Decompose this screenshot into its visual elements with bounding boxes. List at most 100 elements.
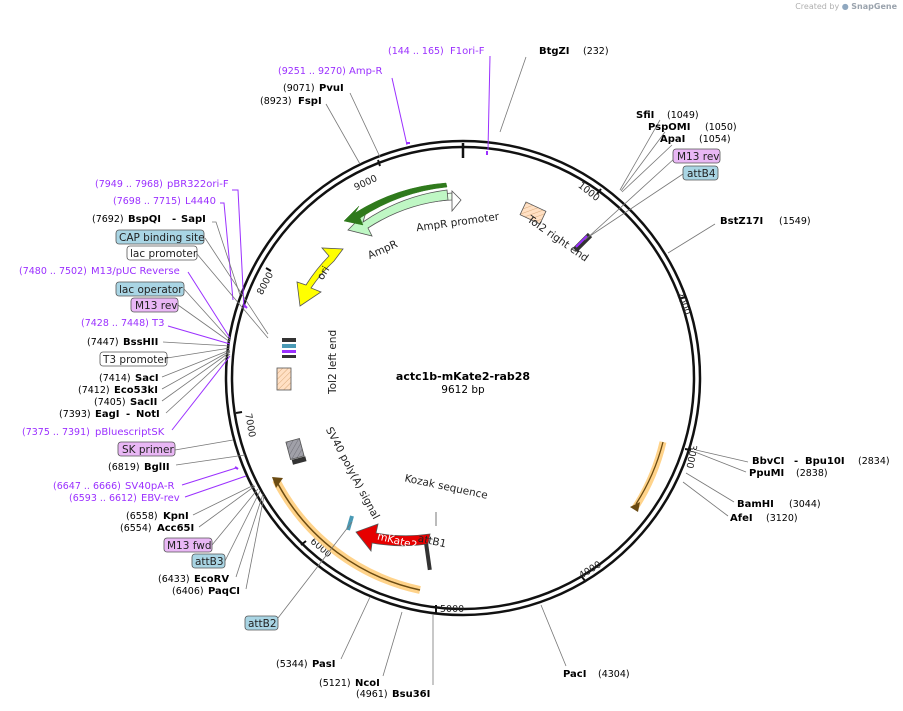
svg-text:PacI: PacI (563, 669, 586, 680)
enzyme-eagi[interactable]: (7393) EagI - NotI (59, 353, 231, 420)
svg-text:CAP binding site: CAP binding site (119, 232, 205, 244)
plasmid-name: actc1b-mKate2-rab28 (396, 370, 530, 383)
svg-text:M13 rev: M13 rev (135, 300, 178, 312)
enzyme-sacii[interactable]: (7405) SacII (94, 351, 231, 408)
svg-text:SfiI: SfiI (636, 110, 654, 121)
svg-text:(3044): (3044) (789, 499, 821, 510)
svg-text:M13/pUC Reverse: M13/pUC Reverse (91, 266, 180, 277)
svg-text:NcoI: NcoI (355, 678, 380, 689)
enzyme-bspqi[interactable]: (7692) BspQI - SapI (92, 214, 241, 296)
enzyme-saci[interactable]: (7414) SacI (99, 349, 231, 384)
svg-text:(9251 .. 9270): (9251 .. 9270) (278, 66, 346, 77)
enzyme-afei[interactable]: AfeI (3120) (682, 481, 798, 524)
tick-4000 (581, 576, 587, 583)
primer-sv40pa-r[interactable]: (6647 .. 6666) SV40pA-R (53, 467, 237, 492)
enzyme-bsshii[interactable]: (7447) BssHII (87, 337, 231, 348)
enzyme-ncoi[interactable]: (5121) NcoI (319, 611, 403, 689)
enzyme-acc65i[interactable]: (6554) Acc65I (120, 485, 256, 534)
primer-m13-puc-reverse[interactable]: (7480 .. 7502) M13/pUC Reverse (19, 266, 231, 339)
enzyme-btgzi[interactable]: BtgZI (232) (499, 46, 609, 133)
svg-text:PpuMI: PpuMI (749, 468, 784, 479)
svg-text:BglII: BglII (144, 462, 170, 473)
svg-text:EagI: EagI (95, 409, 119, 420)
svg-text:BamHI: BamHI (737, 499, 774, 510)
enzyme-ecorv[interactable]: (6433) EcoRV (158, 493, 264, 585)
feature-sv40-polya[interactable]: SV40 poly(A) signal (285, 425, 382, 521)
enzyme-kpni[interactable]: (6558) KpnI (126, 484, 255, 522)
feature-sv40-arc[interactable] (272, 477, 421, 594)
label-attb4[interactable]: attB4 (589, 165, 719, 237)
label-attb3[interactable]: attB3 (191, 490, 261, 569)
svg-text:F1ori-F: F1ori-F (450, 46, 485, 57)
label-m13rev-right[interactable]: M13 rev (584, 148, 721, 241)
enzyme-sfii[interactable]: SfiI (1049) (619, 110, 699, 191)
svg-text:M13 fwd: M13 fwd (167, 540, 212, 552)
tick-3000 (684, 448, 692, 451)
enzyme-bbvci[interactable]: BbvCI - Bpu10I (2834) (695, 449, 890, 467)
svg-text:(6406): (6406) (172, 586, 204, 597)
enzyme-bstz17i[interactable]: BstZ17I (1549) (667, 216, 811, 254)
enzyme-bglii[interactable]: (6819) BglII (108, 454, 246, 473)
label-lac-operator[interactable]: lac operator (115, 281, 231, 341)
enzyme-paqci[interactable]: (6406) PaqCI (172, 495, 265, 597)
svg-text:BbvCI: BbvCI (752, 456, 784, 467)
svg-text:pBluescriptSK: pBluescriptSK (95, 427, 165, 438)
label-attb2[interactable]: attB2 (244, 521, 353, 631)
primer-l4440[interactable]: (7698 .. 7715) L4440 (113, 196, 234, 301)
svg-text:(6593 .. 6612): (6593 .. 6612) (69, 493, 137, 504)
primer-pbr322ori-f[interactable]: (7949 .. 7968) pBR322ori-F (95, 179, 245, 309)
tick-label-2000: 2000 (674, 290, 693, 316)
enzyme-pasi[interactable]: (5344) PasI (276, 596, 371, 670)
plasmid-length: 9612 bp (441, 384, 485, 396)
svg-text:lac promoter: lac promoter (130, 248, 198, 260)
enzyme-fspi[interactable]: (8923) FspI (260, 96, 361, 165)
svg-text:Bsu36I: Bsu36I (392, 689, 430, 700)
svg-text:(9071): (9071) (283, 83, 315, 94)
enzyme-bamhi[interactable]: BamHI (3044) (685, 472, 821, 510)
label-t3-promoter[interactable]: T3 promoter (99, 347, 231, 367)
credit-brand: SnapGene (851, 2, 897, 11)
primer-t3[interactable]: (7428 .. 7448) T3 (81, 318, 231, 345)
feature-bamhi-arc[interactable] (630, 441, 667, 512)
tol2-right-label: Tol2 right end (524, 213, 591, 265)
label-lac-promoter[interactable]: lac promoter (126, 245, 269, 339)
feature-tol2-right[interactable]: Tol2 right end (519, 201, 593, 265)
feature-ori[interactable]: ori (296, 247, 344, 307)
snapgene-logo-icon: ● (841, 2, 849, 11)
label-cap-binding-site[interactable]: CAP binding site (115, 229, 269, 335)
primer-amp-r[interactable]: (9251 .. 9270) Amp-R (278, 66, 408, 146)
label-m13-fwd[interactable]: M13 fwd (163, 488, 259, 553)
svg-text:attB2: attB2 (248, 618, 277, 630)
enzyme-paci[interactable]: PacI (4304) (540, 604, 630, 680)
svg-text:(7447): (7447) (87, 337, 119, 348)
tick-label-5000: 5000 (440, 604, 464, 615)
svg-text:Bpu10I: Bpu10I (805, 456, 845, 467)
tick-6000 (300, 540, 307, 546)
svg-text:(1549): (1549) (779, 216, 811, 227)
svg-text:SacII: SacII (130, 397, 157, 408)
primer-pbluescriptsk[interactable]: (7375 .. 7391) pBluescriptSK (22, 355, 231, 438)
label-sk-primer[interactable]: SK primer (117, 439, 234, 457)
svg-text:(144 .. 165): (144 .. 165) (388, 46, 444, 57)
svg-text:(8923): (8923) (260, 96, 292, 107)
enzyme-pspomi[interactable]: PspOMI (1050) (620, 122, 737, 192)
tick-8000 (265, 267, 272, 272)
feature-mkate2[interactable]: mKate2 (346, 515, 432, 571)
svg-text:-: - (172, 214, 176, 225)
primer-ebv-rev[interactable]: (6593 .. 6612) EBV-rev (69, 475, 247, 504)
svg-text:-: - (126, 409, 130, 420)
primer-f1ori-f[interactable]: (144 .. 165) F1ori-F (388, 46, 491, 151)
tick-label-3000: 3000 (684, 443, 699, 469)
enzyme-pvui[interactable]: (9071) PvuI (283, 83, 381, 158)
label-m13rev-left[interactable]: M13 rev (130, 297, 231, 343)
feature-tol2-left[interactable]: Tol2 left end (276, 330, 339, 395)
enzyme-bsu36i[interactable]: (4961) Bsu36I (356, 615, 434, 700)
enzyme-ppumi[interactable]: PpuMI (2838) (694, 451, 828, 479)
enzyme-apai[interactable]: ApaI (1054) (621, 134, 731, 193)
svg-text:(6558): (6558) (126, 511, 158, 522)
svg-text:M13 rev: M13 rev (677, 151, 720, 163)
svg-text:Acc65I: Acc65I (157, 523, 194, 534)
svg-text:Eco53kI: Eco53kI (114, 385, 158, 396)
svg-text:pBR322ori-F: pBR322ori-F (167, 179, 229, 190)
enzyme-eco53ki[interactable]: (7412) Eco53kI (78, 350, 231, 396)
